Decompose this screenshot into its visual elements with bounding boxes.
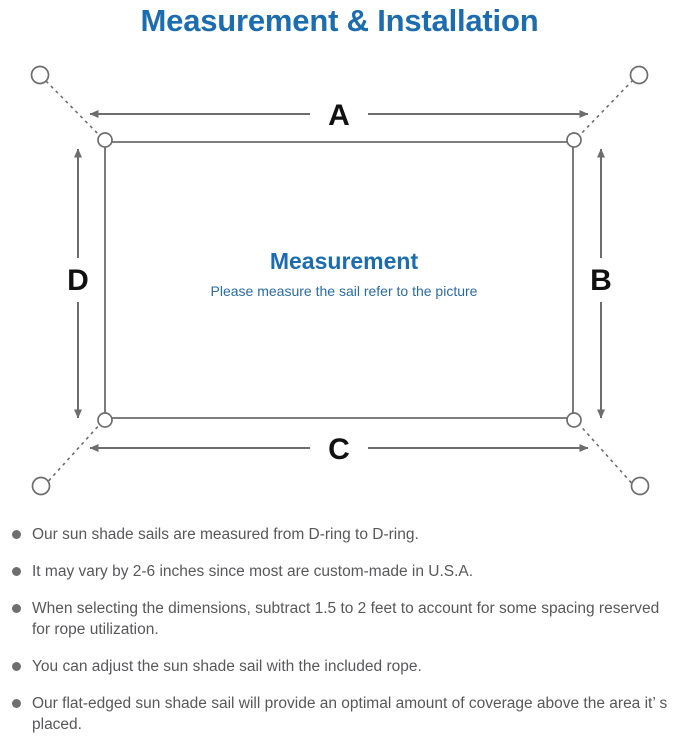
bullet-icon bbox=[12, 530, 21, 539]
bullet-icon bbox=[12, 699, 21, 708]
d-ring-top-right-icon bbox=[566, 132, 582, 148]
anchor-top-right-icon bbox=[629, 65, 649, 85]
rope-bottom-left bbox=[43, 421, 103, 487]
dimension-b: B bbox=[590, 148, 612, 419]
rope-bottom-right bbox=[576, 421, 637, 489]
anchor-bottom-left-icon bbox=[31, 476, 51, 496]
note-text: It may vary by 2-6 inches since most are… bbox=[32, 563, 474, 580]
dimension-d-label: D bbox=[67, 264, 89, 297]
dimension-b-label: B bbox=[590, 264, 612, 297]
list-item: When selecting the dimensions, subtract … bbox=[0, 598, 679, 640]
page-title: Measurement & Installation bbox=[140, 3, 539, 38]
bullet-icon bbox=[12, 604, 21, 613]
d-ring-top-left-icon bbox=[97, 132, 113, 148]
anchor-rings bbox=[30, 65, 650, 496]
dimension-c-label: C bbox=[328, 433, 350, 466]
d-ring-bottom-left-icon bbox=[97, 412, 113, 428]
list-item: It may vary by 2-6 inches since most are… bbox=[0, 561, 679, 582]
rope-top-left bbox=[45, 80, 103, 139]
anchor-bottom-right-icon bbox=[630, 476, 650, 496]
dimension-a: A bbox=[89, 99, 589, 132]
dimension-d: D bbox=[67, 148, 89, 419]
dimension-c: C bbox=[89, 433, 589, 466]
d-ring-bottom-right-icon bbox=[566, 412, 582, 428]
rope-top-right bbox=[576, 79, 634, 139]
diagram-center-subheading: Please measure the sail refer to the pic… bbox=[211, 283, 478, 299]
anchor-top-left-icon bbox=[30, 65, 50, 85]
diagram-center-heading: Measurement bbox=[270, 248, 419, 274]
note-text: You can adjust the sun shade sail with t… bbox=[32, 658, 422, 675]
notes-list: Our sun shade sails are measured from D-… bbox=[0, 524, 679, 751]
bullet-icon bbox=[12, 567, 21, 576]
rope-lines bbox=[43, 79, 637, 489]
dimension-a-label: A bbox=[328, 99, 350, 132]
sail-outline bbox=[104, 141, 574, 419]
list-item: You can adjust the sun shade sail with t… bbox=[0, 656, 679, 677]
sail-d-rings bbox=[97, 132, 582, 428]
list-item: Our flat-edged sun shade sail will provi… bbox=[0, 693, 679, 735]
sun-shade-sail-measurement-diagram: A C D B Measurement Please measure the s… bbox=[0, 50, 679, 520]
note-text: When selecting the dimensions, subtract … bbox=[32, 600, 660, 638]
note-text: Our flat-edged sun shade sail will provi… bbox=[32, 695, 668, 733]
list-item: Our sun shade sails are measured from D-… bbox=[0, 524, 679, 545]
note-text: Our sun shade sails are measured from D-… bbox=[32, 526, 419, 543]
bullet-icon bbox=[12, 662, 21, 671]
